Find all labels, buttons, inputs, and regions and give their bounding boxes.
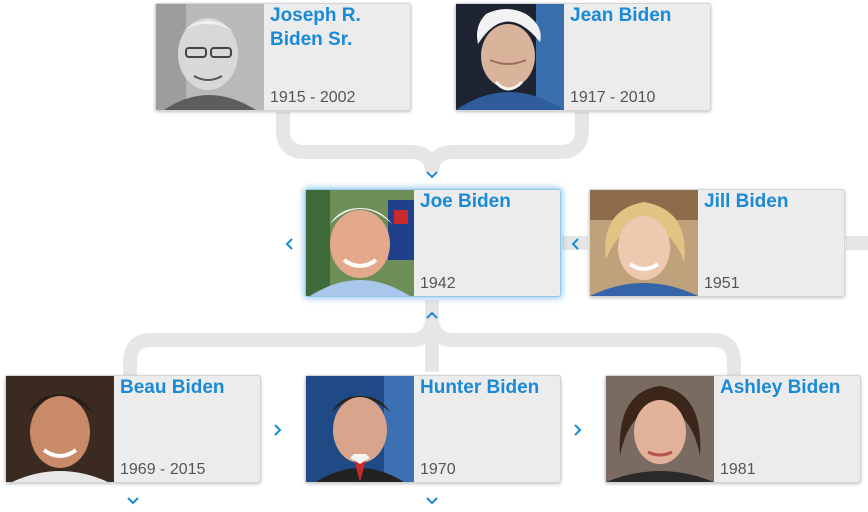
person-card-father[interactable]: Joseph R. Biden Sr. 1915 - 2002 (155, 3, 411, 111)
person-card-child-hunter[interactable]: Hunter Biden 1970 (305, 375, 561, 483)
person-years: 1917 - 2010 (570, 89, 656, 106)
person-card-spouse[interactable]: Jill Biden 1951 (589, 189, 845, 297)
person-years: 1942 (420, 275, 456, 292)
person-name[interactable]: Beau Biden (120, 377, 225, 398)
person-card-joe-biden[interactable]: Joe Biden 1942 (305, 189, 561, 297)
spouse-chevron-left-icon[interactable] (567, 235, 585, 253)
portrait-photo (6, 376, 114, 482)
portrait-photo (306, 376, 414, 482)
person-years: 1969 - 2015 (120, 461, 206, 478)
portrait-photo (606, 376, 714, 482)
portrait-photo (306, 190, 414, 296)
portrait-photo (456, 4, 564, 110)
child2-chevron-right-icon[interactable] (568, 421, 586, 439)
expand-children-chevron-up-icon[interactable] (423, 306, 441, 324)
person-name[interactable]: Jill Biden (704, 191, 789, 212)
child1-chevron-right-icon[interactable] (268, 421, 286, 439)
person-years: 1915 - 2002 (270, 89, 356, 106)
person-years: 1951 (704, 275, 740, 292)
person-name[interactable]: Jean Biden (570, 5, 672, 26)
person-card-mother[interactable]: Jean Biden 1917 - 2010 (455, 3, 711, 111)
person-name[interactable]: Joseph R. Biden Sr. (270, 5, 361, 50)
person-name[interactable]: Joe Biden (420, 191, 511, 212)
person-years: 1981 (720, 461, 756, 478)
person-name[interactable]: Ashley Biden (720, 377, 841, 398)
person-card-child-ashley[interactable]: Ashley Biden 1981 (605, 375, 861, 483)
child1-chevron-down-icon[interactable] (124, 492, 142, 510)
expand-siblings-chevron-left-icon[interactable] (281, 235, 299, 253)
person-years: 1970 (420, 461, 456, 478)
expand-parents-chevron-down-icon[interactable] (423, 166, 441, 184)
person-card-child-beau[interactable]: Beau Biden 1969 - 2015 (5, 375, 261, 483)
child2-chevron-down-icon[interactable] (423, 492, 441, 510)
portrait-photo (590, 190, 698, 296)
person-name[interactable]: Hunter Biden (420, 377, 540, 398)
portrait-photo (156, 4, 264, 110)
